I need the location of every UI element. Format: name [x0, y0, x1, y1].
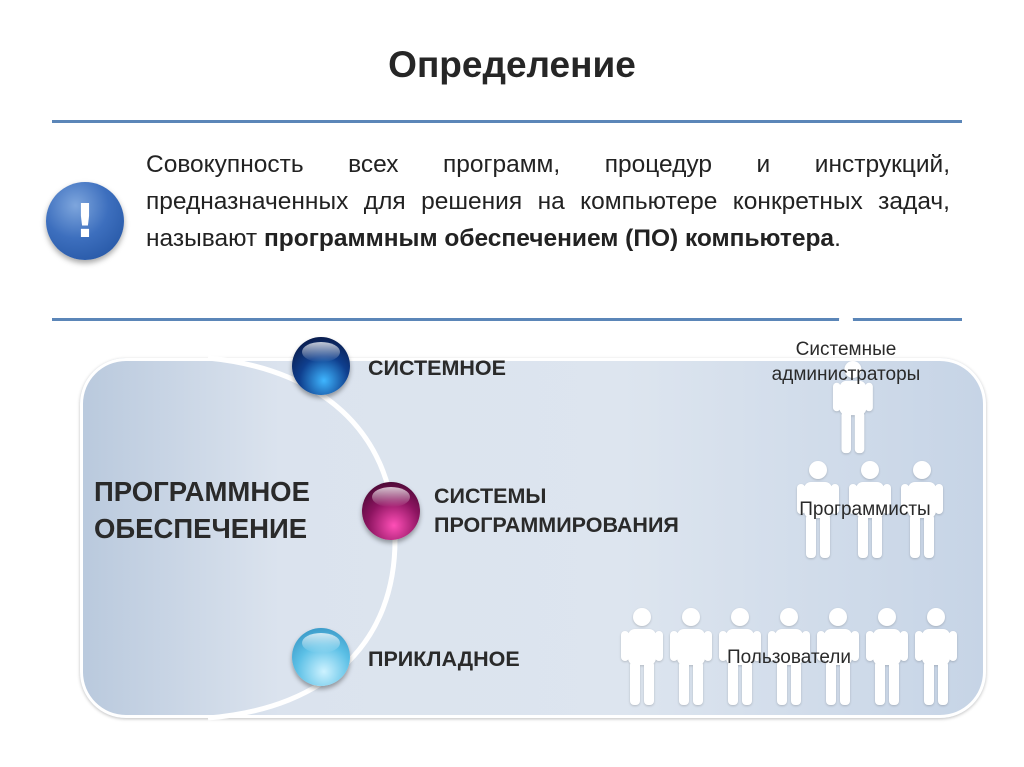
definition-end: . [834, 225, 841, 252]
software-label: ПРОГРАММНОЕ ОБЕСПЕЧЕНИЕ [94, 473, 310, 547]
bottom-divider [52, 318, 962, 321]
person-icon [796, 460, 840, 565]
person-icon [767, 607, 811, 712]
person-icon [848, 460, 892, 565]
definition-text: Совокупность всех программ, процедур и и… [146, 146, 950, 257]
category-programming: СИСТЕМЫ ПРОГРАММИРОВАНИЯ [434, 482, 679, 540]
software-label-line2: ОБЕСПЕЧЕНИЕ [94, 513, 308, 544]
person-icon [832, 360, 874, 460]
group-admins-line2: администраторы [771, 364, 921, 385]
definition-term: программным обеспечением (ПО) компьютера [263, 225, 835, 252]
orb-system [292, 337, 350, 395]
person-icon [620, 607, 664, 712]
person-icon [718, 607, 762, 712]
group-label-admins: Системные администраторы [736, 337, 956, 387]
definition-plain: Совокупность всех программ, процедур и и… [146, 151, 950, 252]
person-icon [865, 607, 909, 712]
group-users-line1: Пользователи [726, 647, 851, 668]
group-admins-line1: Системные [795, 339, 897, 360]
category-application-label: ПРИКЛАДНОЕ [368, 647, 520, 671]
person-icon [900, 460, 944, 565]
page-title: Определение [388, 44, 636, 85]
rule-node [839, 313, 853, 327]
category-programming-line2: ПРОГРАММИРОВАНИЯ [434, 513, 679, 537]
category-application: ПРИКЛАДНОЕ [368, 645, 520, 674]
orb-programming [362, 482, 420, 540]
person-icon [669, 607, 713, 712]
group-programmers-line1: Программисты [799, 499, 931, 520]
category-programming-line1: СИСТЕМЫ [434, 484, 547, 508]
top-divider [52, 120, 962, 123]
group-label-users: Пользователи [694, 645, 884, 670]
group-label-programmers: Программисты [770, 497, 960, 522]
person-icon [816, 607, 860, 712]
category-system-label: СИСТЕМНОЕ [368, 356, 506, 380]
badge: ! [46, 182, 124, 260]
person-icon [914, 607, 958, 712]
exclamation-icon: ! [74, 194, 96, 248]
software-label-line1: ПРОГРАММНОЕ [94, 476, 310, 507]
orb-application [292, 628, 350, 686]
category-system: СИСТЕМНОЕ [368, 354, 506, 383]
